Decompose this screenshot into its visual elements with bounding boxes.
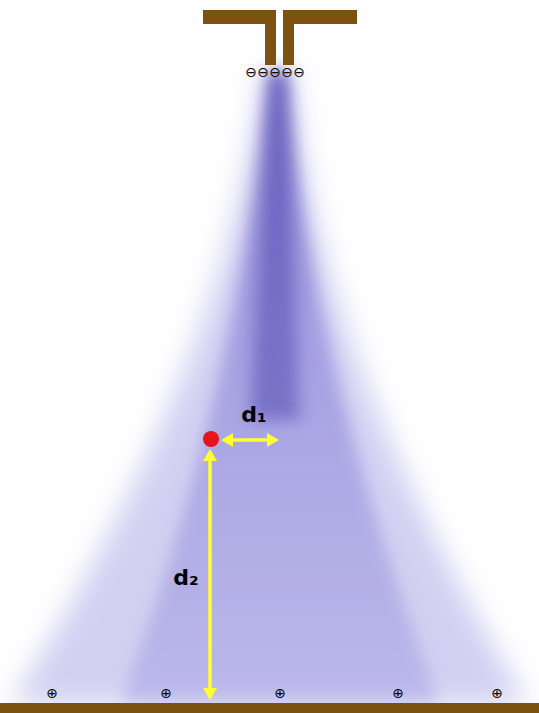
negative-charge: ⊖: [293, 65, 305, 79]
distance-arrows: [203, 433, 279, 700]
nozzle-wall-left: [265, 10, 276, 65]
nozzle: [203, 10, 357, 65]
plume-outer: [10, 72, 529, 705]
arrow-head: [267, 433, 279, 447]
plasma-plume: [10, 72, 529, 705]
positive-charge: ⊕: [392, 686, 404, 700]
negative-charge: ⊖: [269, 65, 281, 79]
plume-core: [120, 72, 440, 705]
positive-charge: ⊕: [491, 686, 503, 700]
measurement-point: [203, 431, 219, 447]
negative-charge: ⊖: [245, 65, 257, 79]
nozzle-plate-right: [283, 10, 357, 24]
distance-label: d₁: [241, 404, 266, 426]
positive-charge: ⊕: [274, 686, 286, 700]
nozzle-wall-right: [283, 10, 294, 65]
arrow-head: [203, 449, 217, 461]
plume-center: [250, 72, 300, 420]
d1-arrow-line: [230, 438, 270, 442]
arrow-head: [203, 688, 217, 700]
distance-label: d₂: [173, 567, 198, 589]
negative-charge: ⊖: [281, 65, 293, 79]
arrow-head: [221, 433, 233, 447]
negative-charge: ⊖: [257, 65, 269, 79]
d2-arrow-line: [208, 458, 212, 690]
positive-charge: ⊕: [46, 686, 58, 700]
ground-electrode: [0, 703, 539, 713]
positive-charge: ⊕: [160, 686, 172, 700]
